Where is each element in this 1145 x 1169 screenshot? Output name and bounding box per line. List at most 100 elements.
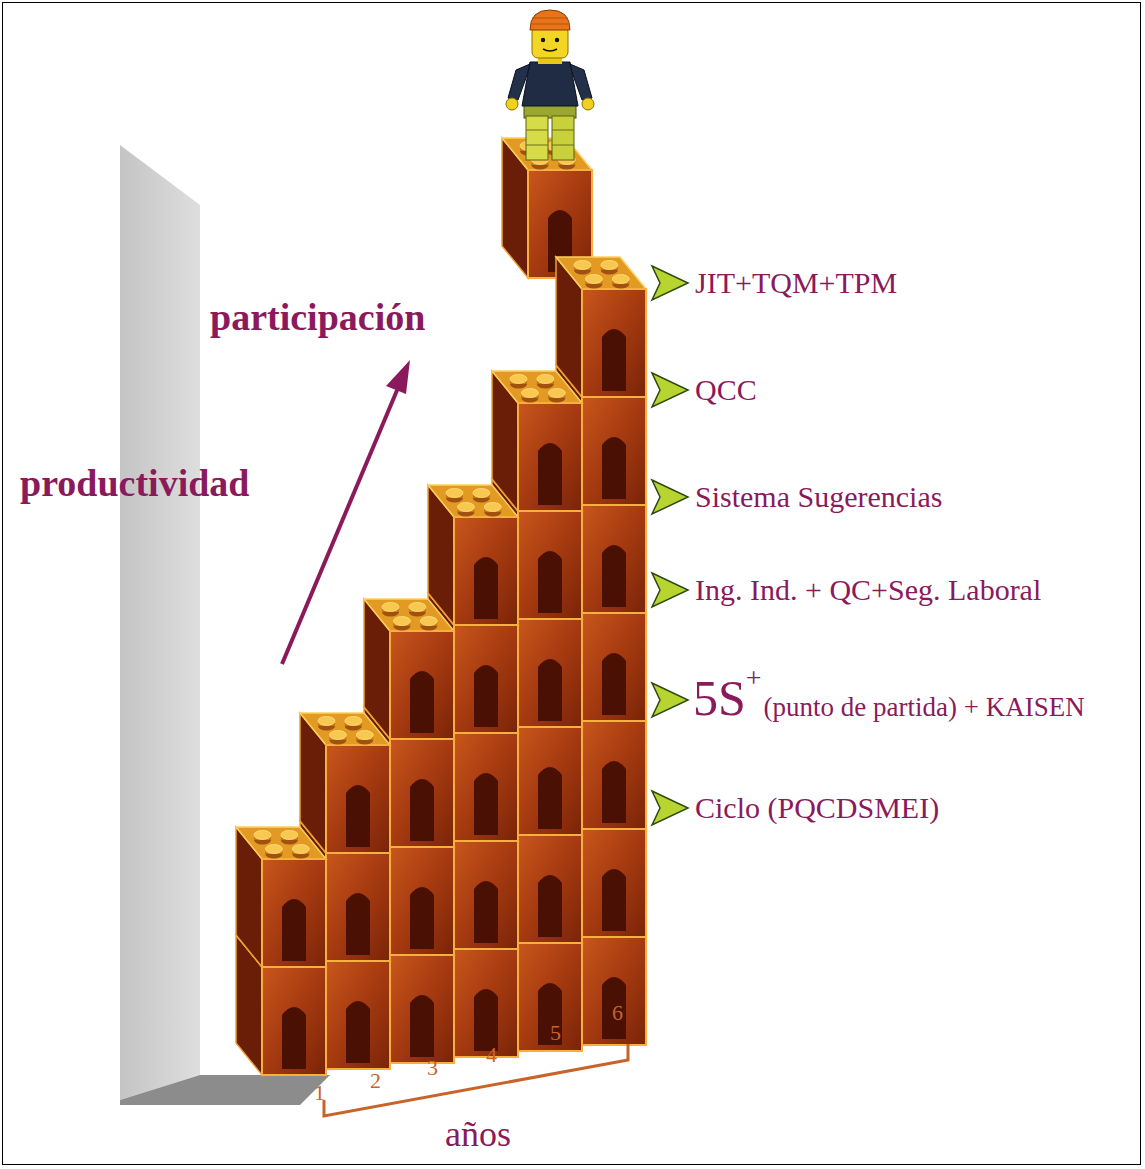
brick-front [454, 517, 518, 625]
brick-stud [537, 374, 554, 383]
brick-stud [585, 275, 602, 284]
brick-front [390, 631, 454, 739]
stage-label: QCC [695, 373, 757, 408]
brick-arch [602, 545, 626, 607]
brick-stud [292, 845, 309, 854]
brick-top [428, 485, 518, 517]
lego-brick [300, 713, 390, 853]
brick-arch [346, 1001, 370, 1063]
brick-arch [474, 773, 498, 835]
brick-stud [281, 830, 298, 839]
brick-front [582, 505, 646, 613]
axis-label: participación [210, 296, 425, 340]
brick-arch [474, 989, 498, 1051]
brick-stud [382, 602, 399, 611]
brick-top [492, 371, 582, 403]
brick-top [364, 599, 454, 631]
stage-label: Ing. Ind. + QC+Seg. Laboral [695, 573, 1041, 608]
brick-arch [410, 671, 434, 733]
brick-stud [393, 617, 410, 626]
brick-arch [538, 875, 562, 937]
brick-front [582, 289, 646, 397]
brick-front [518, 943, 582, 1051]
brick-arch [282, 899, 306, 961]
brick-stud [420, 617, 437, 626]
brick-top [556, 257, 646, 289]
participation-arrow [282, 360, 410, 664]
brick-stud [473, 488, 490, 497]
brick-front [582, 721, 646, 829]
lego-brick [236, 827, 326, 967]
brick-top [300, 713, 390, 745]
brick-top [236, 827, 326, 859]
brick-arch [346, 893, 370, 955]
brick-arch [410, 995, 434, 1057]
brick-arch [474, 557, 498, 619]
brick-front [326, 853, 390, 961]
stage-label: Ciclo (PQCDSMEI) [695, 791, 939, 826]
year-number: 4 [486, 1042, 497, 1067]
brick-stud [254, 830, 271, 839]
grey-floor [120, 1075, 330, 1105]
grey-wall [120, 145, 200, 1100]
brick-front [518, 835, 582, 943]
superscript-mark: + [746, 662, 762, 694]
brick-arch [602, 437, 626, 499]
brick-arch [538, 983, 562, 1045]
brick-front [582, 397, 646, 505]
brick-arch [602, 869, 626, 931]
brick-arch [474, 665, 498, 727]
brick-front [582, 829, 646, 937]
lego-brick [492, 371, 582, 511]
brick-front [518, 403, 582, 511]
brick-front [326, 961, 390, 1069]
brick-front [390, 847, 454, 955]
brick-arch [538, 443, 562, 505]
brick-arch [538, 659, 562, 721]
stage-label: Sistema Sugerencias [695, 480, 942, 515]
brick-front [582, 937, 646, 1045]
stage-label: JIT+TQM+TPM [695, 266, 897, 301]
brick-stud [409, 602, 426, 611]
brick-arch [346, 785, 370, 847]
brick-stud [548, 389, 565, 398]
stage-label: 5S [693, 670, 746, 728]
brick-stud [356, 731, 373, 740]
brick-front [390, 955, 454, 1063]
brick-front [454, 625, 518, 733]
brick-stud [345, 716, 362, 725]
brick-arch [602, 653, 626, 715]
brick-stud [446, 488, 463, 497]
brick-front [262, 967, 326, 1075]
lego-brick [364, 599, 454, 739]
brick-arch [538, 551, 562, 613]
brick-stud [457, 503, 474, 512]
brick-front [454, 733, 518, 841]
axis-label: años [445, 1114, 511, 1155]
brick-front [326, 745, 390, 853]
brick-arch [474, 881, 498, 943]
brick-front [390, 739, 454, 847]
lego-figure [506, 10, 594, 160]
brick-front [262, 859, 326, 967]
green-chevrons [652, 266, 688, 825]
brick-stud [265, 845, 282, 854]
brick-arch [282, 1007, 306, 1069]
lego-brick [428, 485, 518, 625]
brick-stud [574, 260, 591, 269]
brick-front [454, 841, 518, 949]
year-number: 5 [550, 1020, 561, 1045]
brick-arch [538, 767, 562, 829]
year-number: 2 [370, 1068, 381, 1093]
brick-arch [602, 977, 626, 1039]
brick-stud [521, 389, 538, 398]
stage-label: (punto de partida) + KAISEN [764, 692, 1085, 723]
brick-stud [329, 731, 346, 740]
brick-arch [410, 887, 434, 949]
brick-front [518, 727, 582, 835]
brick-front [582, 613, 646, 721]
brick-stud [601, 260, 618, 269]
year-number: 3 [427, 1055, 438, 1080]
brick-arch [602, 761, 626, 823]
brick-front [518, 511, 582, 619]
